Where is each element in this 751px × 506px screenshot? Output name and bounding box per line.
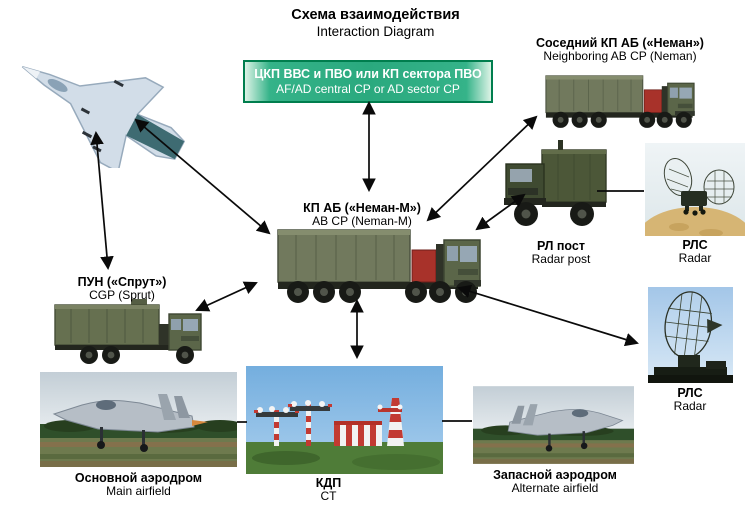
central-cp-box: ЦКП ВВС и ПВО или КП сектора ПВО AF/AD c… [243, 60, 493, 103]
alternate-airfield-caption: Запасной аэродром Alternate airfield [455, 468, 655, 495]
title-russian: Схема взаимодействия [291, 7, 460, 23]
neighbor-cp-label-ru: Соседний КП АБ («Неман») [536, 36, 704, 50]
neighbor-cp-label-en: Neighboring AB CP (Neman) [543, 49, 697, 63]
radar-lower-label-ru: РЛС [677, 386, 703, 400]
neighbor-cp-truck-image [540, 70, 700, 136]
radar-upper-image [645, 143, 745, 236]
control-tower-label-en: CT [320, 489, 337, 503]
control-tower-label-ru: КДП [315, 476, 342, 490]
main-airfield-label-ru: Основной аэродром [74, 471, 203, 485]
cgp-caption: ПУН («Спрут») CGP (Sprut) [42, 275, 202, 302]
central-cp-label-ru: ЦКП ВВС и ПВО или КП сектора ПВО [254, 66, 482, 81]
arrow-radarlower-centercp [457, 284, 639, 347]
control-tower-image [246, 366, 443, 474]
radar-post-truck-image [502, 138, 610, 230]
radar-lower-label-en: Radar [673, 399, 707, 413]
radar-upper-label-ru: РЛС [682, 238, 708, 252]
cgp-label-ru: ПУН («Спрут») [77, 275, 167, 289]
center-cp-caption: КП АБ («Неман-М») AB CP (Neman-M) [262, 201, 462, 228]
main-airfield-caption: Основной аэродром Main airfield [40, 471, 237, 498]
fighter-aircraft-image [0, 50, 200, 168]
cgp-label-en: CGP (Sprut) [89, 288, 155, 302]
center-cp-truck-image [276, 224, 482, 314]
center-cp-label-ru: КП АБ («Неман-М») [303, 201, 421, 215]
main-airfield-image [40, 372, 237, 467]
arrow-cgp-centercp [195, 281, 258, 312]
neighbor-cp-caption: Соседний КП АБ («Неман») Neighboring AB … [505, 36, 735, 63]
radar-post-label-ru: РЛ пост [537, 239, 585, 253]
radar-post-label-en: Radar post [531, 252, 591, 266]
alternate-airfield-label-en: Alternate airfield [511, 481, 599, 495]
title-english: Interaction Diagram [316, 24, 435, 40]
alternate-airfield-image [473, 383, 634, 467]
page-title: Схема взаимодействия Interaction Diagram [0, 7, 751, 41]
cgp-truck-image [53, 298, 205, 368]
radar-upper-label-en: Radar [678, 251, 712, 265]
center-cp-label-en: AB CP (Neman-M) [312, 214, 412, 228]
radar-post-caption: РЛ пост Radar post [505, 239, 617, 266]
radar-upper-caption: РЛС Radar [645, 238, 745, 265]
alternate-airfield-label-ru: Запасной аэродром [493, 468, 617, 482]
radar-lower-caption: РЛС Radar [640, 386, 740, 413]
radar-lower-image [648, 287, 733, 383]
control-tower-caption: КДП CT [246, 476, 411, 503]
main-airfield-label-en: Main airfield [106, 484, 171, 498]
central-cp-label-en: AF/AD central CP or AD sector CP [276, 81, 460, 96]
